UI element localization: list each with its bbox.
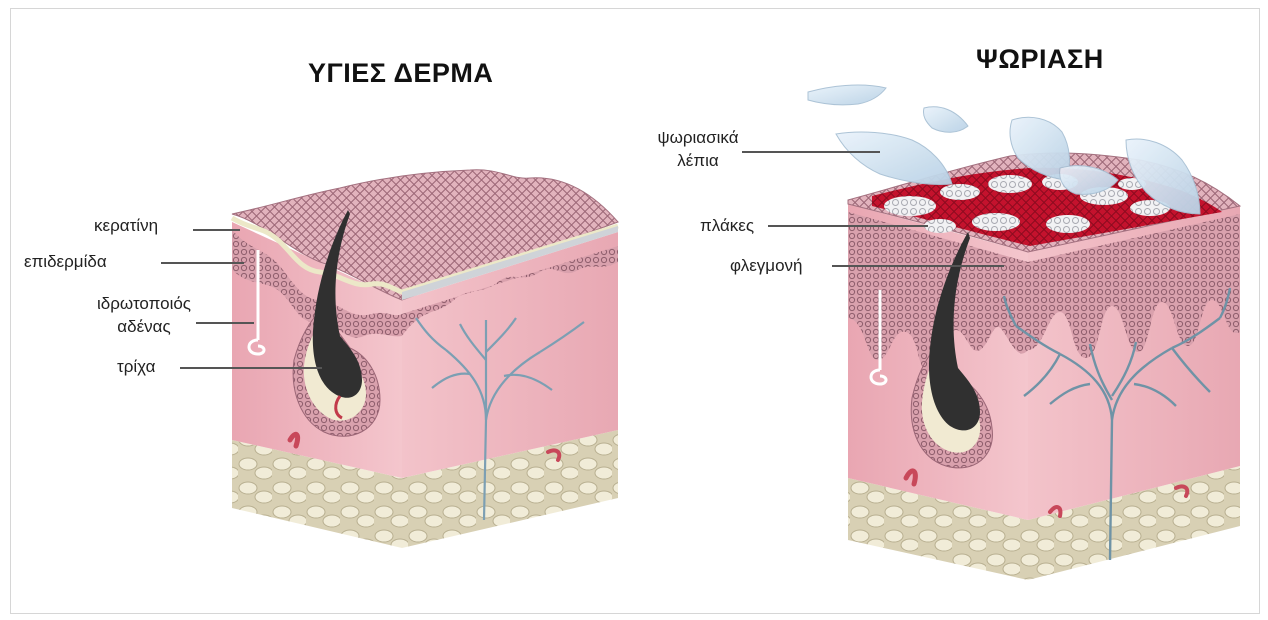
label-inflammation: φλεγμονή [730,254,802,277]
label-epidermis: επιδερμίδα [24,250,107,273]
label-sweat-gland-line2: αδένας [84,315,204,338]
label-plaques: πλάκες [700,214,754,237]
healthy-skin-title: ΥΓΙΕΣ ΔΕΡΜΑ [308,58,493,89]
label-sweat-gland: ιδρωτοποιός αδένας [84,292,204,338]
label-scales-line2: λέπια [648,149,748,172]
label-keratin: κερατίνη [94,214,158,237]
psoriasis-title: ΨΩΡΙΑΣΗ [976,44,1104,75]
label-hair: τρίχα [117,355,155,378]
label-psoriatic-scales: ψωριασικά λέπια [648,126,748,172]
healthy-skin-block [232,170,618,548]
psoriasis-skin-block [848,153,1240,580]
label-sweat-gland-line1: ιδρωτοποιός [84,292,204,315]
label-scales-line1: ψωριασικά [648,126,748,149]
